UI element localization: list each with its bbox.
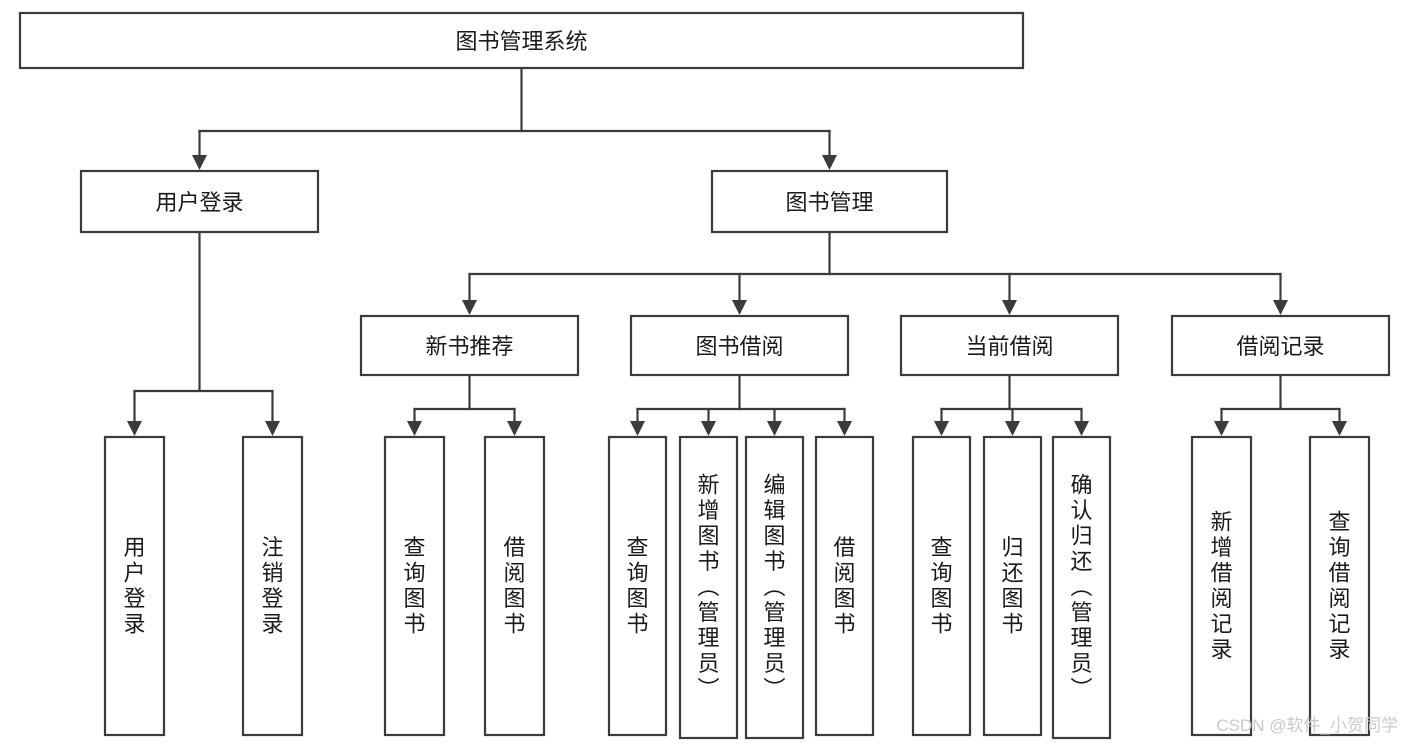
- conn-book-borrow-arrow-2: [767, 421, 782, 436]
- node-borrow-record-box[interactable]: [1170, 314, 1391, 377]
- node-book-manage-label: 图书管理: [785, 190, 873, 215]
- node-leaf-borrow-book-recommend[interactable]: 借阅图书: [483, 435, 546, 737]
- node-leaf-logout[interactable]: 注销登录: [241, 435, 304, 737]
- node-user-login[interactable]: 用户登录: [79, 169, 320, 234]
- node-leaf-confirm-return-admin-label: 确认归还︵管理员︶: [1070, 473, 1092, 702]
- conn-book-manage-arrow-2: [1002, 300, 1017, 315]
- node-leaf-edit-book-admin-box[interactable]: [744, 435, 805, 740]
- conn-user-login-arrow-1: [265, 421, 280, 436]
- node-leaf-query-book-current-label: 查询图书: [930, 535, 952, 637]
- node-current-borrow-box[interactable]: [899, 314, 1120, 377]
- node-leaf-query-book-borrow-label: 查询图书: [626, 535, 648, 637]
- node-user-login-label: 用户登录: [155, 190, 243, 215]
- node-leaf-borrow-book-recommend-box[interactable]: [483, 435, 546, 737]
- conn-root-arrow-0: [192, 155, 207, 170]
- conn-book-manage-arrow-1: [732, 300, 747, 315]
- node-root-box[interactable]: [18, 11, 1025, 70]
- conn-book-borrow-arrow-1: [701, 421, 716, 436]
- conn-new-book-recommend-arrow-0: [407, 421, 422, 436]
- node-leaf-query-borrow-record-label: 查询借阅记录: [1328, 509, 1350, 662]
- conn-current-borrow-arrow-0: [934, 421, 949, 436]
- node-current-borrow-label: 当前借阅: [965, 334, 1053, 359]
- node-leaf-query-book-borrow[interactable]: 查询图书: [607, 435, 668, 737]
- conn-book-manage-arrow-0: [462, 300, 477, 315]
- node-leaf-query-book-recommend-box[interactable]: [383, 435, 446, 737]
- node-borrow-record[interactable]: 借阅记录: [1170, 314, 1391, 377]
- conn-book-borrow-arrow-0: [630, 421, 645, 436]
- node-leaf-query-book-recommend[interactable]: 查询图书: [383, 435, 446, 737]
- node-leaf-user-login-box[interactable]: [103, 435, 166, 737]
- node-new-book-recommend[interactable]: 新书推荐: [359, 314, 580, 377]
- conn-user-login-arrow-0: [127, 421, 142, 436]
- node-leaf-query-book-recommend-label: 查询图书: [403, 535, 425, 637]
- node-user-login-box[interactable]: [79, 169, 320, 234]
- node-root[interactable]: 图书管理系统: [18, 11, 1025, 70]
- node-leaf-confirm-return-admin-box[interactable]: [1051, 435, 1112, 740]
- node-leaf-return-book-label: 归还图书: [1001, 535, 1023, 637]
- node-leaf-logout-label: 注销登录: [261, 535, 283, 637]
- node-leaf-user-login-label: 用户登录: [123, 535, 145, 637]
- node-book-manage[interactable]: 图书管理: [710, 169, 949, 234]
- conn-book-manage-arrow-3: [1273, 300, 1288, 315]
- node-leaf-add-borrow-record-box[interactable]: [1190, 435, 1253, 737]
- node-new-book-recommend-box[interactable]: [359, 314, 580, 377]
- conn-current-borrow-arrow-1: [1005, 421, 1020, 436]
- conn-new-book-recommend-arrow-1: [507, 421, 522, 436]
- node-leaf-query-book-current-box[interactable]: [911, 435, 972, 737]
- node-leaf-query-borrow-record-box[interactable]: [1308, 435, 1371, 737]
- node-leaf-edit-book-admin[interactable]: 编辑图书︵管理员︶: [744, 435, 805, 740]
- node-leaf-borrow-book[interactable]: 借阅图书: [814, 435, 875, 737]
- node-leaf-return-book[interactable]: 归还图书: [982, 435, 1043, 737]
- node-root-label: 图书管理系统: [455, 29, 587, 54]
- node-leaf-query-borrow-record[interactable]: 查询借阅记录: [1308, 435, 1371, 737]
- conn-book-borrow-arrow-3: [837, 421, 852, 436]
- node-leaf-logout-box[interactable]: [241, 435, 304, 737]
- conn-borrow-record-arrow-1: [1332, 421, 1347, 436]
- node-new-book-recommend-label: 新书推荐: [425, 334, 513, 359]
- node-book-borrow[interactable]: 图书借阅: [629, 314, 850, 377]
- node-leaf-add-book-admin-label: 新增图书︵管理员︶: [697, 473, 719, 702]
- conn-borrow-record-arrow-0: [1214, 421, 1229, 436]
- node-leaf-edit-book-admin-label: 编辑图书︵管理员︶: [763, 473, 785, 702]
- node-book-borrow-box[interactable]: [629, 314, 850, 377]
- node-leaf-borrow-book-label: 借阅图书: [833, 535, 855, 637]
- conn-current-borrow-arrow-2: [1074, 421, 1089, 436]
- node-leaf-borrow-book-recommend-label: 借阅图书: [503, 535, 525, 637]
- nodes-layer: 图书管理系统用户登录图书管理新书推荐图书借阅当前借阅借阅记录用户登录注销登录查询…: [18, 11, 1391, 740]
- node-leaf-borrow-book-box[interactable]: [814, 435, 875, 737]
- connectors-layer: [127, 66, 1347, 436]
- node-leaf-user-login[interactable]: 用户登录: [103, 435, 166, 737]
- node-leaf-query-book-current[interactable]: 查询图书: [911, 435, 972, 737]
- node-borrow-record-label: 借阅记录: [1236, 334, 1324, 359]
- node-leaf-confirm-return-admin[interactable]: 确认归还︵管理员︶: [1051, 435, 1112, 740]
- node-current-borrow[interactable]: 当前借阅: [899, 314, 1120, 377]
- node-book-borrow-label: 图书借阅: [695, 334, 783, 359]
- node-leaf-query-book-borrow-box[interactable]: [607, 435, 668, 737]
- conn-root-arrow-1: [822, 155, 837, 170]
- node-leaf-add-borrow-record[interactable]: 新增借阅记录: [1190, 435, 1253, 737]
- node-leaf-add-borrow-record-label: 新增借阅记录: [1210, 509, 1232, 662]
- csdn-watermark: CSDN @软件_小贺同学: [1216, 716, 1398, 735]
- node-leaf-add-book-admin-box[interactable]: [678, 435, 739, 740]
- node-book-manage-box[interactable]: [710, 169, 949, 234]
- node-leaf-add-book-admin[interactable]: 新增图书︵管理员︶: [678, 435, 739, 740]
- node-leaf-return-book-box[interactable]: [982, 435, 1043, 737]
